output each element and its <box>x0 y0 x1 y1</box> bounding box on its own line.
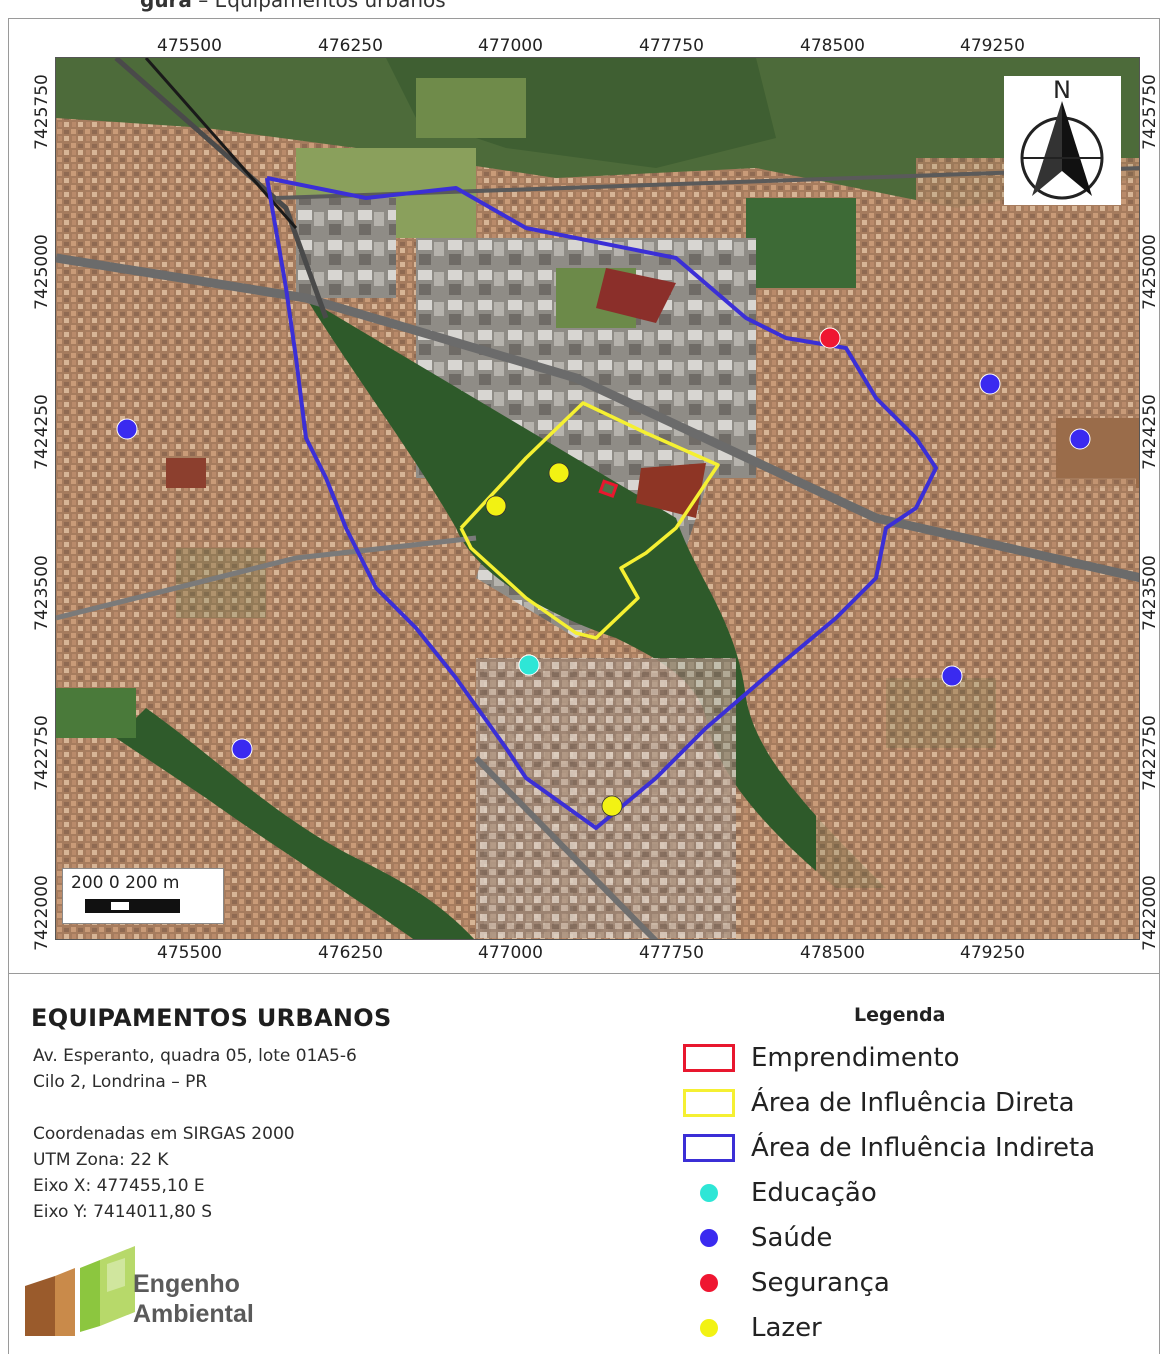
legend-label: Emprendimento <box>751 1043 960 1073</box>
y-tick: 7422000 <box>31 875 52 951</box>
x-tick: 476250 <box>318 36 383 56</box>
scale-bar: 200 0 200 m <box>62 868 224 924</box>
scale-graphic <box>85 899 180 913</box>
legend-item: Saúde <box>681 1220 832 1256</box>
x-tick: 477750 <box>639 36 704 56</box>
aid-boundary <box>459 401 720 640</box>
legend-item: Área de Influência Direta <box>681 1085 1075 1121</box>
legend-swatch-box <box>683 1089 735 1117</box>
point-saude[interactable] <box>941 665 963 687</box>
x-tick: 477750 <box>639 943 704 963</box>
point-saude[interactable] <box>1069 428 1091 450</box>
aii-boundary <box>265 176 938 830</box>
satellite-map <box>56 58 1139 939</box>
legend-symbol <box>681 1087 737 1119</box>
x-tick: 477000 <box>478 36 543 56</box>
map-title: EQUIPAMENTOS URBANOS <box>31 1004 392 1032</box>
engenho-ambiental-logo <box>25 1246 135 1336</box>
y-tick: 7425000 <box>1139 234 1160 310</box>
coords-line: Eixo X: 477455,10 E <box>33 1176 205 1196</box>
caption-bold: gura <box>140 0 192 12</box>
legend-label: Área de Influência Indireta <box>751 1133 1096 1163</box>
empreendimento-marker[interactable] <box>598 479 619 498</box>
logo-text-line1: Engenho <box>133 1270 240 1298</box>
info-panel: EQUIPAMENTOS URBANOS Av. Esperanto, quad… <box>8 974 1160 1354</box>
legend-symbol <box>681 1042 737 1074</box>
scale-label: 200 0 200 m <box>71 873 180 893</box>
x-tick: 478500 <box>800 36 865 56</box>
legend-swatch-dot <box>700 1274 718 1292</box>
y-tick: 7422750 <box>31 715 52 791</box>
north-arrow: N <box>1004 76 1121 205</box>
point-saude[interactable] <box>116 418 138 440</box>
point-lazer[interactable] <box>485 495 507 517</box>
y-tick: 7423500 <box>31 555 52 631</box>
north-label: N <box>1053 76 1071 104</box>
address-line: Cilo 2, Londrina – PR <box>33 1072 208 1092</box>
legend-swatch-dot <box>700 1319 718 1337</box>
y-tick: 7424250 <box>31 394 52 470</box>
point-lazer[interactable] <box>548 462 570 484</box>
legend-label: Área de Influência Direta <box>751 1088 1075 1118</box>
legend-swatch-dot <box>700 1229 718 1247</box>
legend-symbol <box>681 1177 737 1209</box>
x-tick: 475500 <box>157 943 222 963</box>
x-tick: 477000 <box>478 943 543 963</box>
legend-symbol <box>681 1222 737 1254</box>
legend-label: Saúde <box>751 1223 833 1253</box>
coords-line: UTM Zona: 22 K <box>33 1150 169 1170</box>
x-tick: 478500 <box>800 943 865 963</box>
point-seguranca[interactable] <box>819 327 841 349</box>
point-saude[interactable] <box>979 373 1001 395</box>
x-tick: 479250 <box>960 943 1025 963</box>
legend-item: Emprendimento <box>681 1040 959 1076</box>
y-tick: 7423500 <box>1139 555 1160 631</box>
legend-swatch-box <box>683 1044 735 1072</box>
logo-text-line2: Ambiental <box>133 1300 254 1328</box>
legend-item: Área de Influência Indireta <box>681 1130 1095 1166</box>
y-tick: 7422000 <box>1139 875 1160 951</box>
legend-swatch-dot <box>700 1184 718 1202</box>
x-tick: 475500 <box>157 36 222 56</box>
y-tick: 7422750 <box>1139 715 1160 791</box>
legend-item: Segurança <box>681 1265 890 1301</box>
point-educacao[interactable] <box>518 654 540 676</box>
y-tick: 7424250 <box>1139 394 1160 470</box>
y-tick: 7425000 <box>31 234 52 310</box>
legend-item: Educação <box>681 1175 877 1211</box>
legend-symbol <box>681 1312 737 1344</box>
coords-line: Coordenadas em SIRGAS 2000 <box>33 1124 295 1144</box>
y-tick: 7425750 <box>31 74 52 150</box>
legend-title: Legenda <box>854 1004 946 1026</box>
legend-item: Lazer <box>681 1310 822 1346</box>
x-tick: 476250 <box>318 943 383 963</box>
figure-caption: gura – Equipamentos urbanos <box>140 0 446 12</box>
address-line: Av. Esperanto, quadra 05, lote 01A5-6 <box>33 1046 357 1066</box>
legend-symbol <box>681 1132 737 1164</box>
legend-symbol <box>681 1267 737 1299</box>
point-saude[interactable] <box>231 738 253 760</box>
coords-line: Eixo Y: 7414011,80 S <box>33 1202 213 1222</box>
y-tick: 7425750 <box>1139 74 1160 150</box>
legend-swatch-box <box>683 1134 735 1162</box>
caption-rest: – Equipamentos urbanos <box>191 0 446 12</box>
legend-label: Educação <box>751 1178 877 1208</box>
x-tick: 479250 <box>960 36 1025 56</box>
map-canvas[interactable] <box>55 57 1140 940</box>
legend-label: Lazer <box>751 1313 822 1343</box>
legend-label: Segurança <box>751 1268 890 1298</box>
point-lazer[interactable] <box>601 795 623 817</box>
